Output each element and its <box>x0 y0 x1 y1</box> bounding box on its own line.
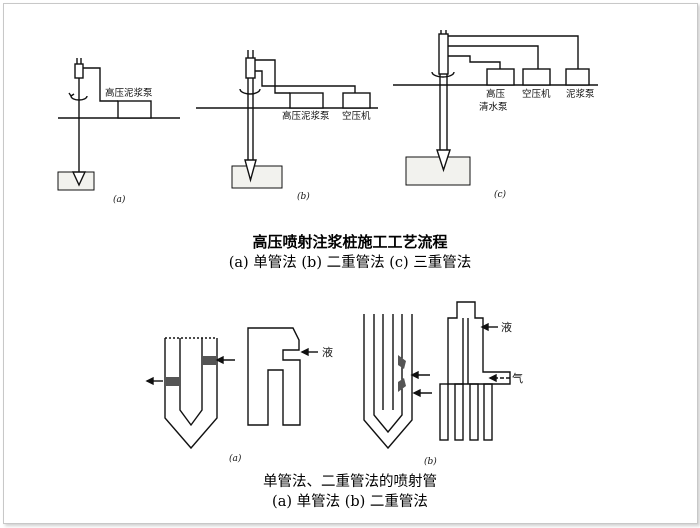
soil-b <box>231 165 283 189</box>
pump-box-c2 <box>522 68 551 86</box>
bottom-caption-sub: (a) 单管法 (b) 二重管法 <box>272 494 428 510</box>
liquid-label-b: 液 <box>501 320 512 334</box>
nozzle-c <box>436 149 451 173</box>
pump-box-b2 <box>342 92 371 109</box>
rotation-arrow-a <box>70 95 88 101</box>
pump-label-b2: 空压机 <box>342 110 371 122</box>
pump-box-c1 <box>486 68 515 86</box>
diagram-c-triple-pipe: 高压 清水泵 空压机 泥浆泵 (c) <box>393 30 598 200</box>
hose-c3 <box>446 35 579 69</box>
jet-port-b1 <box>398 355 406 369</box>
slide-frame <box>3 3 698 524</box>
rotation-arrow-b <box>239 88 261 95</box>
jet-port-a2 <box>166 377 180 386</box>
hose-b1 <box>252 59 290 94</box>
nozzle-body-a <box>164 338 218 450</box>
nozzle-side-a <box>247 327 301 426</box>
bottom-caption-title: 单管法、二重管法的喷射管 <box>263 474 437 490</box>
tag-bottom-b: (b) <box>424 456 437 467</box>
pump-box-b1 <box>289 92 324 109</box>
hose-a <box>80 67 118 102</box>
diagram-a-single-pipe: 高压泥浆泵 (a) <box>57 58 180 205</box>
tag-c: (c) <box>494 189 507 200</box>
pump-label-c1b: 清水泵 <box>479 101 508 113</box>
pump-box-c3 <box>565 68 590 86</box>
nozzle-a <box>71 171 87 187</box>
tag-a: (a) <box>113 194 126 205</box>
hose-b2 <box>255 70 356 93</box>
swivel-b <box>245 57 256 79</box>
hose-c2 <box>446 45 539 69</box>
swivel-c <box>438 33 449 75</box>
pump-label-c2: 空压机 <box>522 88 551 100</box>
tag-b: (b) <box>297 191 310 202</box>
soil-c <box>405 156 471 186</box>
top-caption-sub: (a) 单管法 (b) 二重管法 (c) 三重管法 <box>228 255 472 271</box>
pump-label-a: 高压泥浆泵 <box>105 87 153 99</box>
nozzle-b <box>244 159 257 183</box>
nozzle-detail-b: 液 气 (b) <box>363 301 523 467</box>
pump-label-c1a: 高压 <box>486 88 506 100</box>
pump-box-a <box>117 100 152 119</box>
gas-label-b: 气 <box>512 371 523 385</box>
tag-bottom-a: (a) <box>229 453 242 464</box>
pump-label-b1: 高压泥浆泵 <box>282 110 330 122</box>
hose-c1 <box>446 55 501 69</box>
diagram-b-double-pipe: 高压泥浆泵 空压机 (b) <box>196 50 378 202</box>
top-caption-title: 高压喷射注浆桩施工工艺流程 <box>252 233 448 251</box>
nozzle-side-b <box>447 301 511 385</box>
nozzle-body-b <box>363 314 413 450</box>
rotation-arrow-c <box>431 71 455 78</box>
swivel-a <box>74 63 84 79</box>
nozzle-detail-a: 液 (a) <box>145 327 333 464</box>
pump-label-c3: 泥浆泵 <box>566 88 595 100</box>
jet-port-b2 <box>398 378 406 392</box>
liquid-label-a: 液 <box>322 345 333 359</box>
jet-port-a1 <box>202 356 216 365</box>
